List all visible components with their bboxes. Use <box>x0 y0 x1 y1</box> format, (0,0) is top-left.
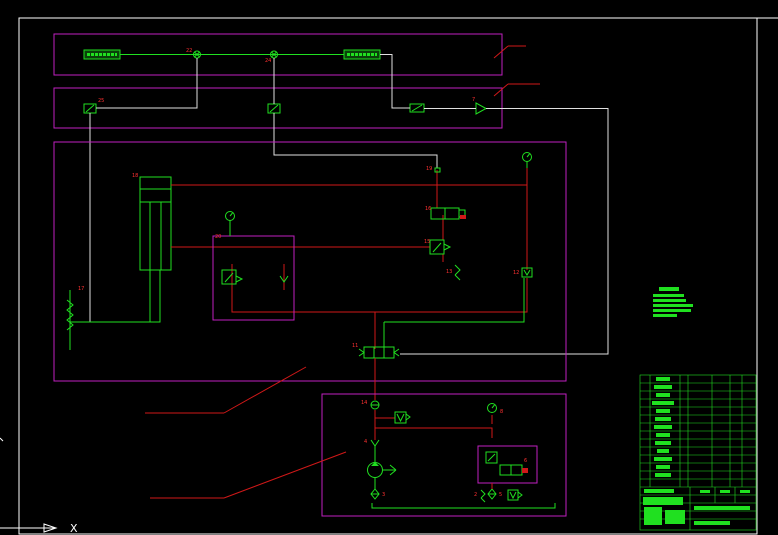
relief-valve-15 <box>429 239 445 255</box>
leader-top-box-2 <box>493 83 509 97</box>
tank-return <box>371 503 556 509</box>
technical-notes-block <box>653 287 693 317</box>
label-n19: 19 <box>426 166 432 172</box>
pressure-switch-9 <box>394 411 407 424</box>
label-n14: 14 <box>361 400 367 406</box>
label-n25: 25 <box>98 98 104 104</box>
title-block-fills <box>643 377 750 525</box>
top-box-2: 25 7 <box>53 83 540 129</box>
label-n12: 12 <box>513 270 519 276</box>
label-n5: 5 <box>499 492 502 498</box>
pressure-switch-10 <box>507 489 519 501</box>
pressure-switch-12 <box>521 267 533 278</box>
hydraulic-cylinder-18 <box>139 176 172 271</box>
label-n18: 18 <box>132 173 138 179</box>
filter-5 <box>487 488 497 500</box>
leader-control-unit <box>223 366 307 414</box>
throttle-13 <box>454 264 461 276</box>
label-n15: 15 <box>424 239 430 245</box>
label-n2: 2 <box>474 492 477 498</box>
control-unit: 18 17 19 16 <box>53 141 567 414</box>
filter-arrow-4 <box>370 439 380 447</box>
outer-frame <box>18 17 758 535</box>
check-19 <box>434 167 441 173</box>
label-n6: 6 <box>524 458 527 464</box>
relief-valve-20 <box>221 269 237 285</box>
directional-valve-11 <box>363 346 395 359</box>
cylinder-rod <box>149 269 161 323</box>
leader-pump-station <box>223 451 347 499</box>
label-n3: 3 <box>382 492 385 498</box>
label-n13: 13 <box>446 269 452 275</box>
label-n7: 7 <box>472 97 475 103</box>
label-n22: 22 <box>186 48 192 54</box>
filter-3 <box>370 488 380 500</box>
top-box-1: 22 24 <box>53 33 526 76</box>
label-n4: 4 <box>364 439 367 445</box>
label-n8: 8 <box>500 409 503 415</box>
axis-x-label: X <box>70 522 78 535</box>
label-n24: 24 <box>265 58 271 64</box>
label-n16: 16 <box>425 206 431 212</box>
leader-top-box-1 <box>493 45 509 59</box>
label-n11: 11 <box>352 343 358 349</box>
label-n17: 17 <box>78 286 84 292</box>
pump-station: 14 8 4 3 6 2 5 <box>150 393 567 517</box>
sub-circuit-box-20 <box>212 235 295 321</box>
amplifier-symbol <box>475 102 488 115</box>
throttle-2 <box>480 489 486 499</box>
label-n20: 20 <box>215 234 221 240</box>
title-block <box>639 374 757 531</box>
ucs-axis-icon <box>0 437 58 533</box>
unloading-box <box>477 445 538 484</box>
pressure-gauge-8 <box>487 403 497 413</box>
